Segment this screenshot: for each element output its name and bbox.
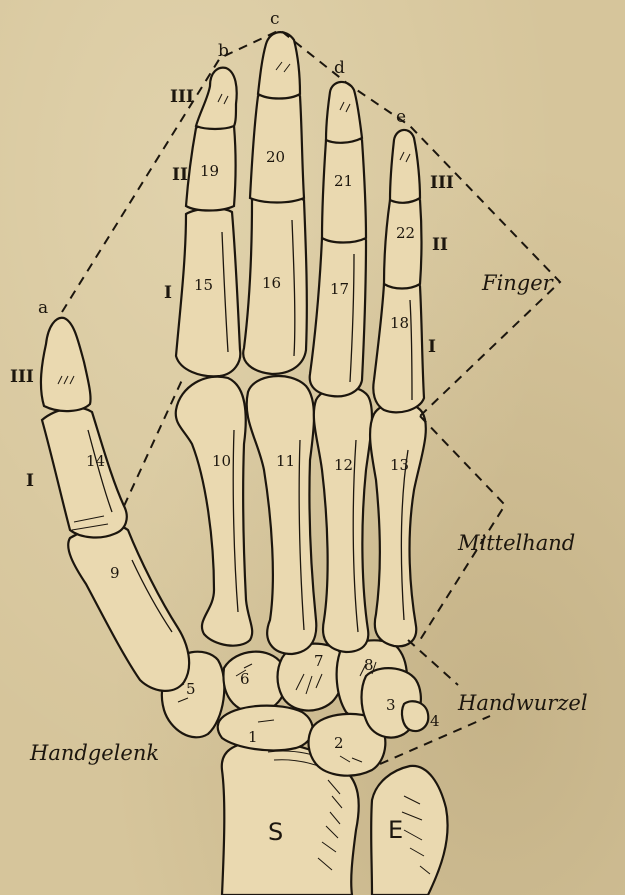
point-label-e: e bbox=[396, 107, 406, 127]
ring-roman-I: I bbox=[428, 337, 436, 357]
bone-number-7: 7 bbox=[314, 652, 324, 670]
point-label-b: b bbox=[218, 41, 229, 61]
bone-number-18: 18 bbox=[390, 314, 409, 332]
point-label-d: d bbox=[334, 58, 345, 78]
bone-number-6: 6 bbox=[240, 670, 250, 688]
region-label-handgelenk: Handgelenk bbox=[29, 741, 159, 765]
ring-roman-III: III bbox=[430, 173, 454, 193]
bone-number-19: 19 bbox=[200, 162, 219, 180]
carpal-1 bbox=[218, 706, 313, 751]
middle-phalanx-20 bbox=[250, 91, 304, 203]
bone-number-4: 4 bbox=[430, 712, 440, 730]
bone-number-2: 2 bbox=[334, 734, 344, 752]
radius-label-S: S bbox=[268, 818, 283, 846]
distal-phalanx-thumb bbox=[41, 318, 91, 411]
distal-phalanx-little bbox=[390, 130, 420, 203]
index-finger-bones bbox=[176, 68, 252, 646]
distal-phalanx-ring bbox=[326, 82, 362, 143]
carpal-4 bbox=[402, 701, 428, 731]
metacarpal-13 bbox=[370, 402, 426, 646]
bone-number-13: 13 bbox=[390, 456, 409, 474]
thumb-roman-III: III bbox=[10, 367, 34, 387]
thumb-roman-I: I bbox=[26, 471, 34, 491]
ulna-label-E: E bbox=[388, 816, 403, 844]
proximal-phalanx-14 bbox=[42, 408, 127, 538]
middle-phalanx-22 bbox=[384, 196, 422, 289]
ring-roman-II: II bbox=[432, 235, 448, 255]
bone-number-21: 21 bbox=[334, 172, 353, 190]
little-finger-bones bbox=[370, 130, 426, 646]
metacarpal-11 bbox=[247, 376, 317, 654]
bone-number-3: 3 bbox=[386, 696, 396, 714]
bone-number-15: 15 bbox=[194, 276, 213, 294]
ring-finger-bones bbox=[310, 82, 372, 652]
index-roman-III: III bbox=[170, 87, 194, 107]
bone-number-11: 11 bbox=[276, 452, 295, 470]
index-roman-II: II bbox=[172, 165, 188, 185]
point-label-a: a bbox=[38, 298, 48, 318]
region-label-finger: Finger bbox=[481, 271, 555, 295]
index-roman-I: I bbox=[164, 283, 172, 303]
middle-finger-bones bbox=[243, 32, 316, 654]
thumb-bones bbox=[41, 318, 189, 691]
bone-number-9: 9 bbox=[110, 564, 120, 582]
region-label-mittelhand: Mittelhand bbox=[457, 531, 575, 555]
metacarpal-10 bbox=[176, 377, 252, 646]
bone-number-8: 8 bbox=[364, 656, 374, 674]
ulna-bone bbox=[371, 766, 447, 895]
region-label-handwurzel: Handwurzel bbox=[457, 691, 588, 715]
bone-number-16: 16 bbox=[262, 274, 281, 292]
proximal-phalanx-18 bbox=[373, 280, 424, 413]
bone-number-12: 12 bbox=[334, 456, 353, 474]
bone-number-1: 1 bbox=[248, 728, 258, 746]
bone-number-10: 10 bbox=[212, 452, 231, 470]
bone-number-14: 14 bbox=[86, 452, 105, 470]
proximal-phalanx-17 bbox=[310, 234, 366, 397]
bone-number-17: 17 bbox=[330, 280, 349, 298]
bone-number-20: 20 bbox=[266, 148, 285, 166]
bone-number-22: 22 bbox=[396, 224, 415, 242]
distal-phalanx-index bbox=[196, 68, 237, 129]
metacarpal-9 bbox=[68, 526, 189, 691]
point-label-c: c bbox=[270, 9, 280, 29]
metacarpal-12 bbox=[314, 387, 372, 652]
mittelhand-boundary-left bbox=[124, 380, 182, 506]
bone-number-5: 5 bbox=[186, 680, 196, 698]
mittelhand-boundary-right bbox=[420, 416, 505, 640]
